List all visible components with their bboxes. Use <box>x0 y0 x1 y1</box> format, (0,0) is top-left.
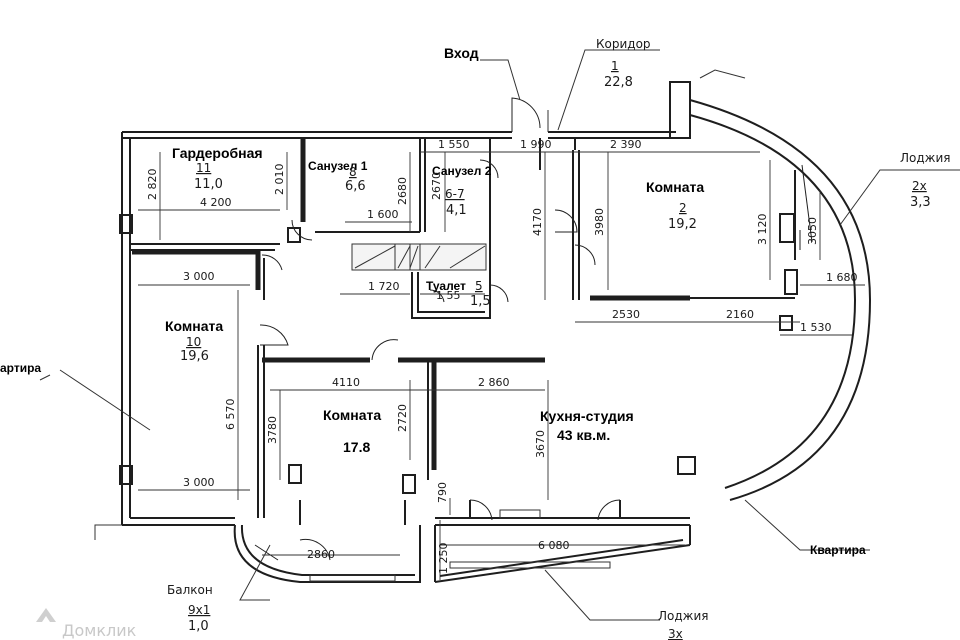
dim-label: 2160 <box>726 308 754 321</box>
dim-label: 4170 <box>531 208 544 236</box>
balcony-area: 1,0 <box>188 619 209 634</box>
room2-label: Комната <box>646 179 704 195</box>
dim-label: 3 000 <box>183 270 215 283</box>
kitchen-label: Кухня-студия <box>540 408 634 424</box>
dim-label: 2670 <box>430 172 443 200</box>
dim-label: 2720 <box>396 404 409 432</box>
watermark-text: Домклик <box>62 621 137 640</box>
balcony-label: Балкон <box>167 583 213 597</box>
room10-area: 19,6 <box>180 349 209 364</box>
center-room-label: Комната <box>323 407 381 423</box>
doors <box>254 97 813 561</box>
loggia-right-number: 2х <box>912 179 927 193</box>
entrance-door-icon <box>511 97 541 132</box>
leader-lines <box>39 49 960 621</box>
dim-label: 2 820 <box>146 169 159 201</box>
bathroom1-number: 8 <box>349 165 357 179</box>
outer-walls <box>121 81 872 583</box>
dim-label: 2680 <box>396 177 409 205</box>
loggia-right-area: 3,3 <box>910 195 931 210</box>
room2-number: 2 <box>679 201 687 215</box>
entrance-label: Вход <box>444 45 479 61</box>
apartment-right-label: Квартира <box>810 543 866 557</box>
dim-label: 2 860 <box>478 376 510 389</box>
bathroom2-number: 6-7 <box>445 187 465 201</box>
dim-label: 1 600 <box>367 208 399 221</box>
wardrobe-area: 11,0 <box>194 177 223 192</box>
wardrobe-number: 11 <box>196 161 211 175</box>
loggia-bottom-label: Лоджия <box>658 609 709 623</box>
loggia-right-label: Лоджия <box>900 151 951 165</box>
dim-label: 4110 <box>332 376 360 389</box>
dimension-labels: 1 550 1 990 2 390 4 200 1 600 3 000 1 72… <box>146 138 858 574</box>
dim-label: 2 390 <box>610 138 642 151</box>
dim-label: 6 080 <box>538 539 570 552</box>
dim-label: 3670 <box>534 430 547 458</box>
dim-label: 1 720 <box>368 280 400 293</box>
room10-number: 10 <box>186 335 201 349</box>
dim-label: 1 550 <box>438 138 470 151</box>
dimension-lines <box>138 151 865 580</box>
corridor-area: 22,8 <box>604 75 633 90</box>
dim-label: 1 530 <box>800 321 832 334</box>
bathroom1-label: Санузел 1 <box>308 159 368 173</box>
dim-label: 1 990 <box>520 138 552 151</box>
dim-label: 2860 <box>307 548 335 561</box>
balcony-number: 9х1 <box>188 603 210 617</box>
room10-label: Комната <box>165 318 223 334</box>
kitchen-area: 43 кв.м. <box>557 427 610 443</box>
bathroom1-area: 6,6 <box>345 179 366 194</box>
dim-label: 2 010 <box>273 164 286 196</box>
bathroom2-area: 4,1 <box>446 203 467 218</box>
dim-label: 790 <box>436 482 449 503</box>
bathroom2-label: Санузел 2 <box>432 164 492 178</box>
dim-label: 6 570 <box>224 399 237 431</box>
watermark: Домклик <box>36 608 137 640</box>
center-room-area: 17.8 <box>343 439 370 455</box>
dim-label: 1 55 <box>436 289 461 302</box>
domclick-logo-icon <box>36 608 56 622</box>
dim-label: 4 200 <box>200 196 232 209</box>
room2-area: 19,2 <box>668 217 697 232</box>
dim-label: 2530 <box>612 308 640 321</box>
dim-label: 1 680 <box>826 271 858 284</box>
corridor-label: Коридор <box>596 37 651 51</box>
corridor-number: 1 <box>611 59 619 73</box>
toilet-area: 1,5 <box>470 294 491 309</box>
loggia-bottom-number: 3х <box>668 627 683 640</box>
toilet-label: Туалет <box>426 279 466 293</box>
toilet-number: 5 <box>475 279 483 293</box>
wardrobe-label: Гардеробная <box>172 145 263 161</box>
apartment-left-label: артира <box>0 361 41 375</box>
dim-label: 3780 <box>266 416 279 444</box>
dim-label: 3050 <box>806 217 819 245</box>
dim-label: 1 250 <box>437 543 450 575</box>
inner-walls <box>119 138 798 582</box>
room-labels: Вход Коридор 1 22,8 Гардеробная 11 11,0 … <box>0 37 951 640</box>
dim-label: 3980 <box>593 208 606 236</box>
dim-label: 3 120 <box>756 214 769 246</box>
dim-label: 3 000 <box>183 476 215 489</box>
